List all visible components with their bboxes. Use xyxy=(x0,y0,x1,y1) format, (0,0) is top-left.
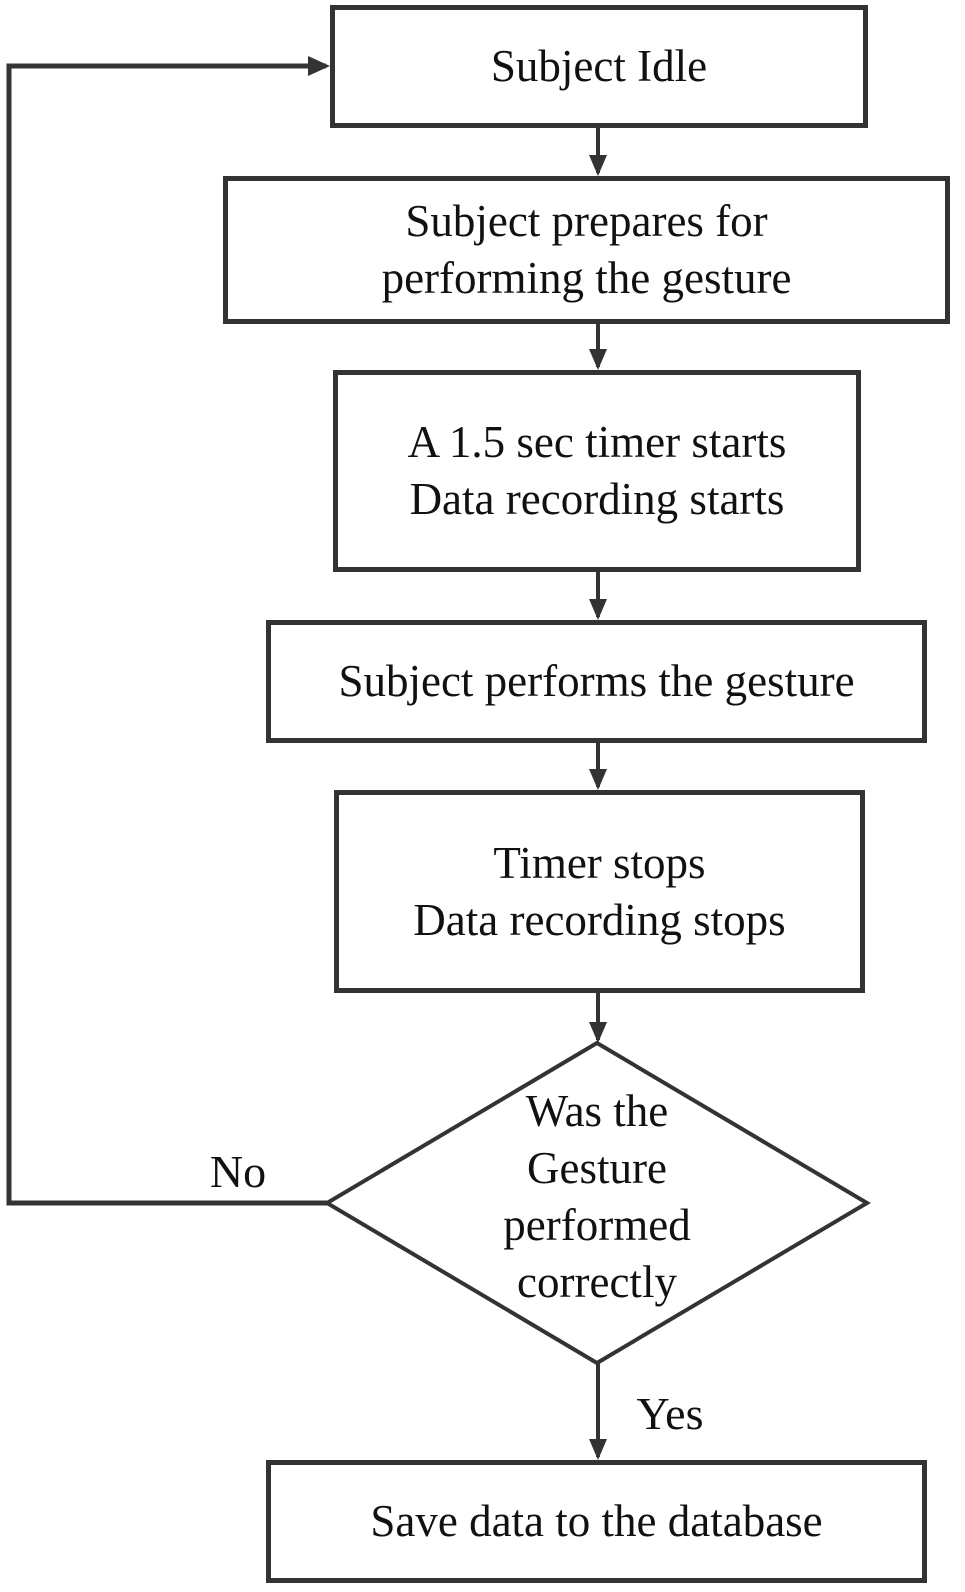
node-subject-idle: Subject Idle xyxy=(330,5,868,128)
arrowhead-timer-stop xyxy=(589,769,607,790)
node-timer-starts: A 1.5 sec timer starts Data recording st… xyxy=(333,370,861,572)
arrowhead-save xyxy=(589,1439,607,1460)
arrowhead-timer-start xyxy=(589,349,607,370)
node-save-data: Save data to the database xyxy=(266,1460,927,1583)
node-subject-prepares: Subject prepares for performing the gest… xyxy=(223,176,950,324)
arrowhead-perform xyxy=(589,599,607,620)
arrowhead-into-subject-idle xyxy=(308,56,330,76)
node-subject-performs: Subject performs the gesture xyxy=(266,620,927,743)
arrowhead-prepare xyxy=(589,155,607,176)
decision-label: Was the Gesture performed correctly xyxy=(503,1086,691,1307)
branch-label-no: No xyxy=(209,1146,267,1197)
branch-label-yes: Yes xyxy=(636,1388,704,1439)
arrowhead-decision xyxy=(589,1022,607,1043)
node-timer-stops: Timer stops Data recording stops xyxy=(334,790,865,993)
edge-no-loop xyxy=(6,63,327,1206)
